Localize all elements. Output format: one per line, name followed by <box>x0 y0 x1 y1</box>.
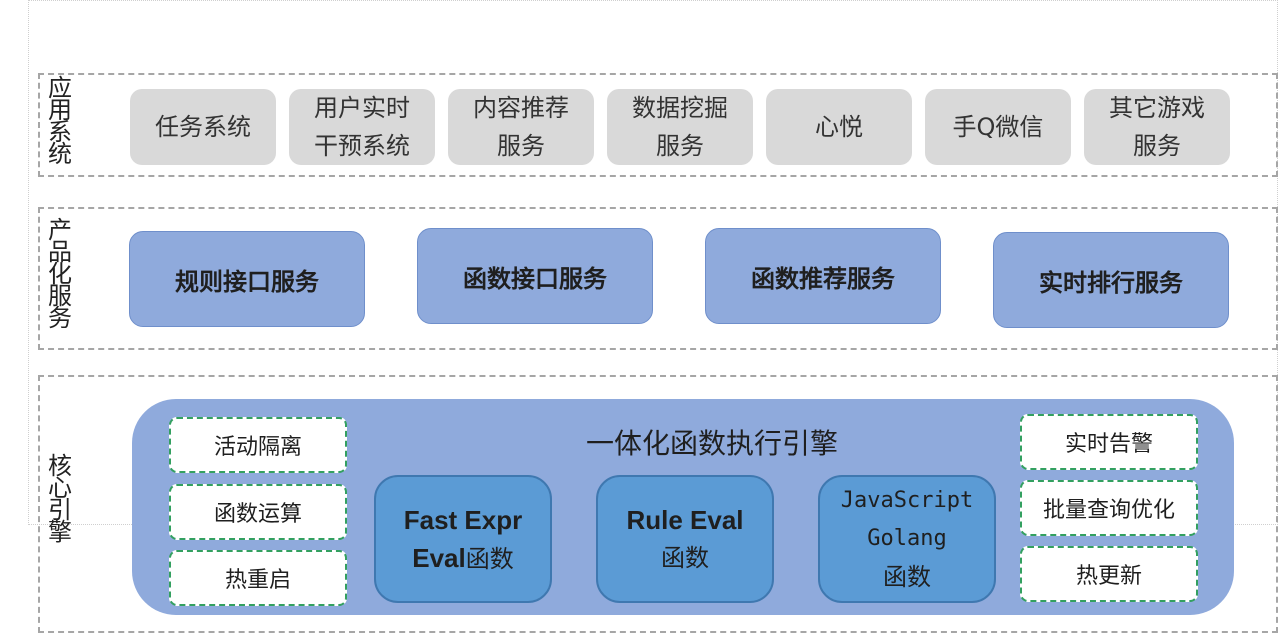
app-box-xinyue: 心悦 <box>766 89 912 165</box>
core-layer-label: 核 心 引 擎 <box>48 452 72 546</box>
product-service-layer: 产 品 化 服 务 规则接口服务 函数接口服务 函数推荐服务 实时排行服务 <box>38 207 1278 350</box>
product-layer-label: 产 品 化 服 务 <box>48 216 72 332</box>
app-box-data-mining: 数据挖掘服务 <box>607 89 753 165</box>
function-recommend-service: 函数推荐服务 <box>705 228 941 324</box>
application-layer-label: 应 用 系 统 <box>48 74 72 168</box>
feature-hot-update: 热更新 <box>1020 546 1198 602</box>
function-interface-service: 函数接口服务 <box>417 228 653 324</box>
feature-hot-restart: 热重启 <box>169 550 347 606</box>
app-box-task-system: 任务系统 <box>130 89 276 165</box>
feature-activity-isolation: 活动隔离 <box>169 417 347 473</box>
application-layer: 应 用 系 统 任务系统 用户实时干预系统 内容推荐服务 数据挖掘服务 心悦 手… <box>38 73 1278 177</box>
engine-title: 一体化函数执行引擎 <box>585 427 838 460</box>
core-engine-layer: 核 心 引 擎 一体化函数执行引擎 活动隔离 函数运算 热重启 实时告警 批量查… <box>38 375 1278 633</box>
app-box-user-intervention: 用户实时干预系统 <box>289 89 435 165</box>
app-box-content-recommend: 内容推荐服务 <box>448 89 594 165</box>
fast-expr-eval-function: Fast Expr Eval函数 <box>374 475 552 603</box>
rule-interface-service: 规则接口服务 <box>129 231 365 327</box>
realtime-ranking-service: 实时排行服务 <box>993 232 1229 328</box>
feature-realtime-alert: 实时告警 <box>1020 414 1198 470</box>
app-box-other-games: 其它游戏服务 <box>1084 89 1230 165</box>
feature-batch-query-optimization: 批量查询优化 <box>1020 480 1198 536</box>
javascript-golang-function: JavaScript Golang 函数 <box>818 475 996 603</box>
unified-function-engine: 一体化函数执行引擎 活动隔离 函数运算 热重启 实时告警 批量查询优化 热更新 … <box>132 399 1234 615</box>
rule-eval-function: Rule Eval 函数 <box>596 475 774 603</box>
feature-function-compute: 函数运算 <box>169 484 347 540</box>
app-box-qq-wechat: 手Q微信 <box>925 89 1071 165</box>
